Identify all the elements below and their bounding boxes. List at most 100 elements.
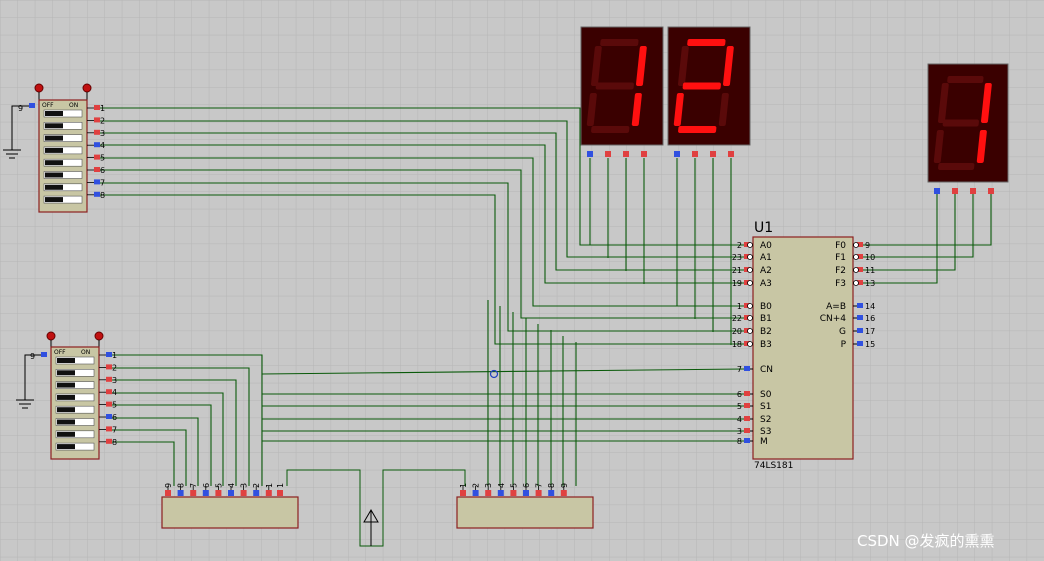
display-pin[interactable] xyxy=(710,151,716,157)
connector-pin-6[interactable]: 6 xyxy=(522,483,531,496)
connector-pin-4[interactable]: 4 xyxy=(497,483,506,496)
dip-output-pin-3[interactable]: 3 xyxy=(87,129,105,138)
chip-pin-f0[interactable]: 9F0 xyxy=(835,241,870,251)
dip-output-pin-6[interactable]: 6 xyxy=(87,166,105,175)
dip-switch-lever[interactable] xyxy=(45,197,63,203)
dip-output-pin-8[interactable]: 8 xyxy=(99,438,117,447)
display-pin[interactable] xyxy=(605,151,611,157)
dip-output-pin-2[interactable]: 2 xyxy=(99,363,117,372)
wire xyxy=(112,441,175,486)
chip-pin-label: A3 xyxy=(760,279,772,289)
dip-output-pin-7[interactable]: 7 xyxy=(87,178,105,187)
chip-pin-p[interactable]: 15P xyxy=(841,340,876,350)
display-pin[interactable] xyxy=(692,151,698,157)
connector-pin-2[interactable]: 2 xyxy=(472,483,481,496)
dip-output-pin-5[interactable]: 5 xyxy=(99,401,117,410)
dip-switch-lever[interactable] xyxy=(57,407,75,413)
connector-pin-3[interactable]: 3 xyxy=(240,483,249,496)
dip-output-pin-5[interactable]: 5 xyxy=(87,154,105,163)
connector-pin-5[interactable]: 5 xyxy=(509,483,518,496)
dipswitch-2-common-pin[interactable] xyxy=(41,352,47,357)
connector-pin-5[interactable]: 5 xyxy=(214,483,223,496)
display-pin[interactable] xyxy=(988,188,994,194)
dip-switch-lever[interactable] xyxy=(57,419,75,425)
chip-part-label: 74LS181 xyxy=(754,461,793,471)
dip-output-pin-4[interactable]: 4 xyxy=(99,388,117,397)
dip-output-pin-6[interactable]: 6 xyxy=(99,413,117,422)
wire xyxy=(112,367,250,486)
dip-switch-lever[interactable] xyxy=(57,370,75,376)
dip-switch-lever[interactable] xyxy=(45,172,63,178)
dip-output-pin-3[interactable]: 3 xyxy=(99,376,117,385)
connector-pin-extra[interactable]: 1 xyxy=(276,483,285,496)
dip-output-pin-2[interactable]: 2 xyxy=(87,116,105,125)
dip-switch-lever[interactable] xyxy=(45,123,63,129)
connector-pin-2[interactable]: 2 xyxy=(252,483,261,496)
chip-pin-a-b[interactable]: 14A=B xyxy=(826,302,875,312)
display-pin[interactable] xyxy=(623,151,629,157)
dip-output-pin-1[interactable]: 1 xyxy=(87,104,105,113)
dip-switch-lever[interactable] xyxy=(45,135,63,141)
dip-switch-lever[interactable] xyxy=(45,111,63,116)
connector-pin-4[interactable]: 4 xyxy=(227,483,236,496)
connector-pin-7[interactable]: 7 xyxy=(535,483,544,496)
display-pin[interactable] xyxy=(728,151,734,157)
dip-switch-lever[interactable] xyxy=(57,431,75,437)
chip-pin-g[interactable]: 17G xyxy=(839,327,875,337)
dip-switch-lever[interactable] xyxy=(45,184,63,190)
connector-pin-7[interactable]: 7 xyxy=(189,483,198,496)
dip-switch-lever[interactable] xyxy=(57,382,75,388)
dip-switch-lever[interactable] xyxy=(45,147,63,153)
connector-pin-9[interactable]: 9 xyxy=(164,483,173,496)
connector-pin-9[interactable]: 9 xyxy=(560,483,569,496)
dip-switch-lever[interactable] xyxy=(57,444,75,450)
pulse-source-symbol[interactable] xyxy=(286,469,466,547)
dipswitch-1-handle-left xyxy=(34,83,44,93)
connector-pin-1[interactable]: 1 xyxy=(459,483,468,496)
connector-pin-label: 4 xyxy=(227,483,236,488)
dip-output-pin-1[interactable]: 1 xyxy=(99,351,117,360)
display-pin[interactable] xyxy=(952,188,958,194)
connector-pin-3[interactable]: 3 xyxy=(484,483,493,496)
display-pin[interactable] xyxy=(970,188,976,194)
dip-switch-lever[interactable] xyxy=(57,394,75,400)
display-pin[interactable] xyxy=(674,151,680,157)
connector-pin-6[interactable]: 6 xyxy=(202,483,211,496)
dip-switch-lever[interactable] xyxy=(45,160,63,166)
dip-output-pin-8[interactable]: 8 xyxy=(87,191,105,200)
chip-pin-label: B2 xyxy=(760,327,772,337)
dip-switch-lever[interactable] xyxy=(57,358,75,363)
display-pin[interactable] xyxy=(587,151,593,157)
dip-output-pin-7[interactable]: 7 xyxy=(99,425,117,434)
connector-pin-8[interactable]: 8 xyxy=(177,483,186,496)
connector-pin-8[interactable]: 8 xyxy=(547,483,556,496)
display-pin[interactable] xyxy=(641,151,647,157)
connector-pin-1[interactable]: 1 xyxy=(265,483,274,496)
dip-output-pin-4[interactable]: 4 xyxy=(87,141,105,150)
dipswitch-1-common-pin[interactable] xyxy=(29,103,35,108)
display-pin[interactable] xyxy=(934,188,940,194)
